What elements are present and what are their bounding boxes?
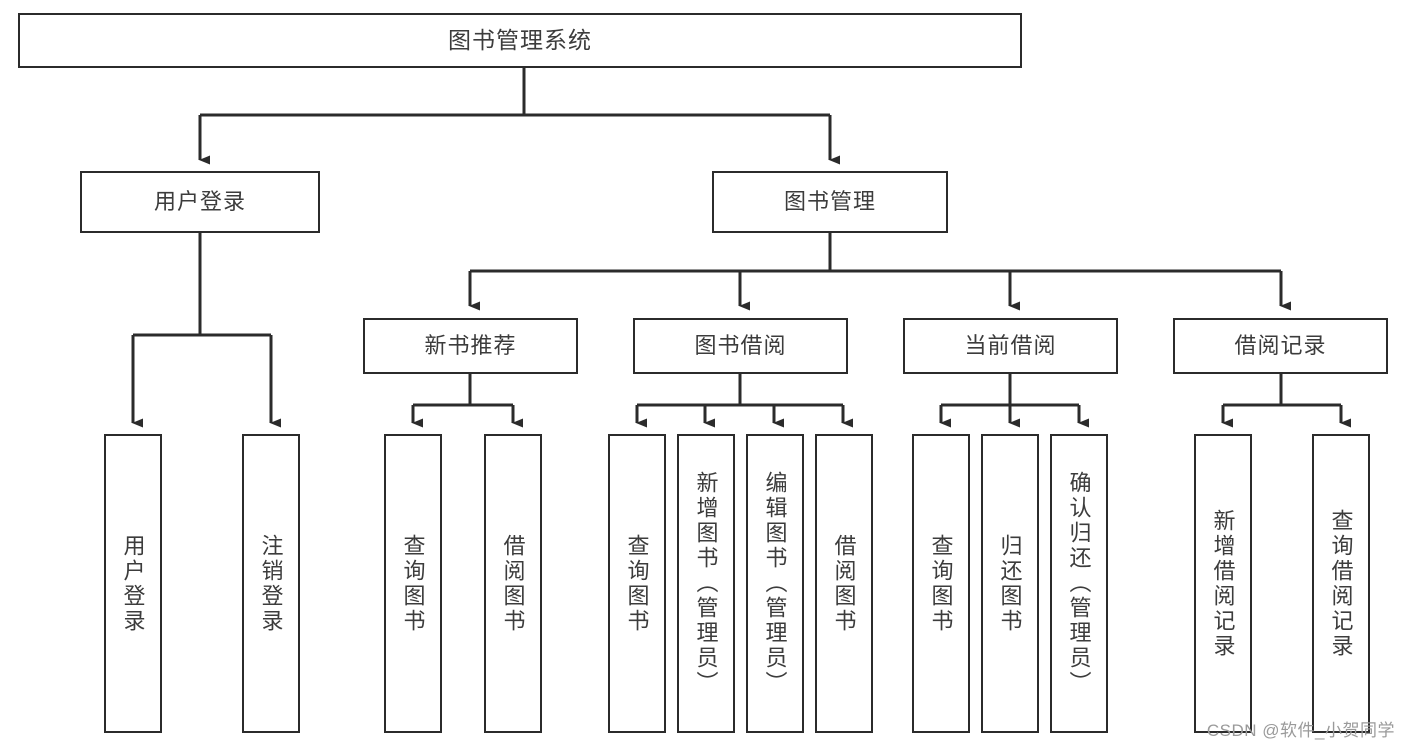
node-label: 注销登录 bbox=[258, 533, 284, 634]
node-label: 归还图书 bbox=[997, 533, 1023, 634]
node-label: 查询图书 bbox=[928, 533, 954, 634]
leaf-current-query-book[interactable]: 查询图书 bbox=[912, 434, 970, 733]
node-label: 图书管理系统 bbox=[448, 27, 592, 54]
node-new-book-recommend[interactable]: 新书推荐 bbox=[363, 318, 578, 374]
node-book-borrow[interactable]: 图书借阅 bbox=[633, 318, 848, 374]
node-label: 借阅图书 bbox=[500, 533, 526, 634]
node-label: 新增借阅记录 bbox=[1210, 508, 1236, 659]
node-label: 当前借阅 bbox=[964, 333, 1057, 359]
node-label: 新增图书（管理员） bbox=[693, 471, 719, 696]
leaf-recommend-query-book[interactable]: 查询图书 bbox=[384, 434, 442, 733]
node-label: 图书借阅 bbox=[694, 333, 787, 359]
node-label: 编辑图书（管理员） bbox=[762, 471, 788, 696]
leaf-record-query-borrow-record[interactable]: 查询借阅记录 bbox=[1312, 434, 1370, 733]
node-current-borrow[interactable]: 当前借阅 bbox=[903, 318, 1118, 374]
leaf-borrow-query-book[interactable]: 查询图书 bbox=[608, 434, 666, 733]
node-label: 查询图书 bbox=[400, 533, 426, 634]
leaf-borrow-add-book-admin[interactable]: 新增图书（管理员） bbox=[677, 434, 735, 733]
node-label: 查询图书 bbox=[624, 533, 650, 634]
node-book-management[interactable]: 图书管理 bbox=[712, 171, 948, 233]
leaf-borrow-borrow-book[interactable]: 借阅图书 bbox=[815, 434, 873, 733]
leaf-user-logout[interactable]: 注销登录 bbox=[242, 434, 300, 733]
node-label: 借阅记录 bbox=[1234, 333, 1327, 359]
leaf-current-return-book[interactable]: 归还图书 bbox=[981, 434, 1039, 733]
node-label: 查询借阅记录 bbox=[1328, 508, 1354, 659]
leaf-borrow-edit-book-admin[interactable]: 编辑图书（管理员） bbox=[746, 434, 804, 733]
node-borrow-record[interactable]: 借阅记录 bbox=[1173, 318, 1388, 374]
leaf-user-login[interactable]: 用户登录 bbox=[104, 434, 162, 733]
leaf-record-add-borrow-record[interactable]: 新增借阅记录 bbox=[1194, 434, 1252, 733]
node-root-system[interactable]: 图书管理系统 bbox=[18, 13, 1022, 68]
node-label: 借阅图书 bbox=[831, 533, 857, 634]
node-user-login[interactable]: 用户登录 bbox=[80, 171, 320, 233]
node-label: 新书推荐 bbox=[424, 333, 517, 359]
node-label: 图书管理 bbox=[783, 189, 876, 215]
leaf-recommend-borrow-book[interactable]: 借阅图书 bbox=[484, 434, 542, 733]
node-label: 用户登录 bbox=[120, 533, 146, 634]
leaf-current-confirm-return-admin[interactable]: 确认归还（管理员） bbox=[1050, 434, 1108, 733]
node-label: 用户登录 bbox=[153, 189, 246, 215]
node-label: 确认归还（管理员） bbox=[1066, 471, 1092, 696]
watermark: CSDN @软件_小贺同学 bbox=[1206, 721, 1395, 740]
